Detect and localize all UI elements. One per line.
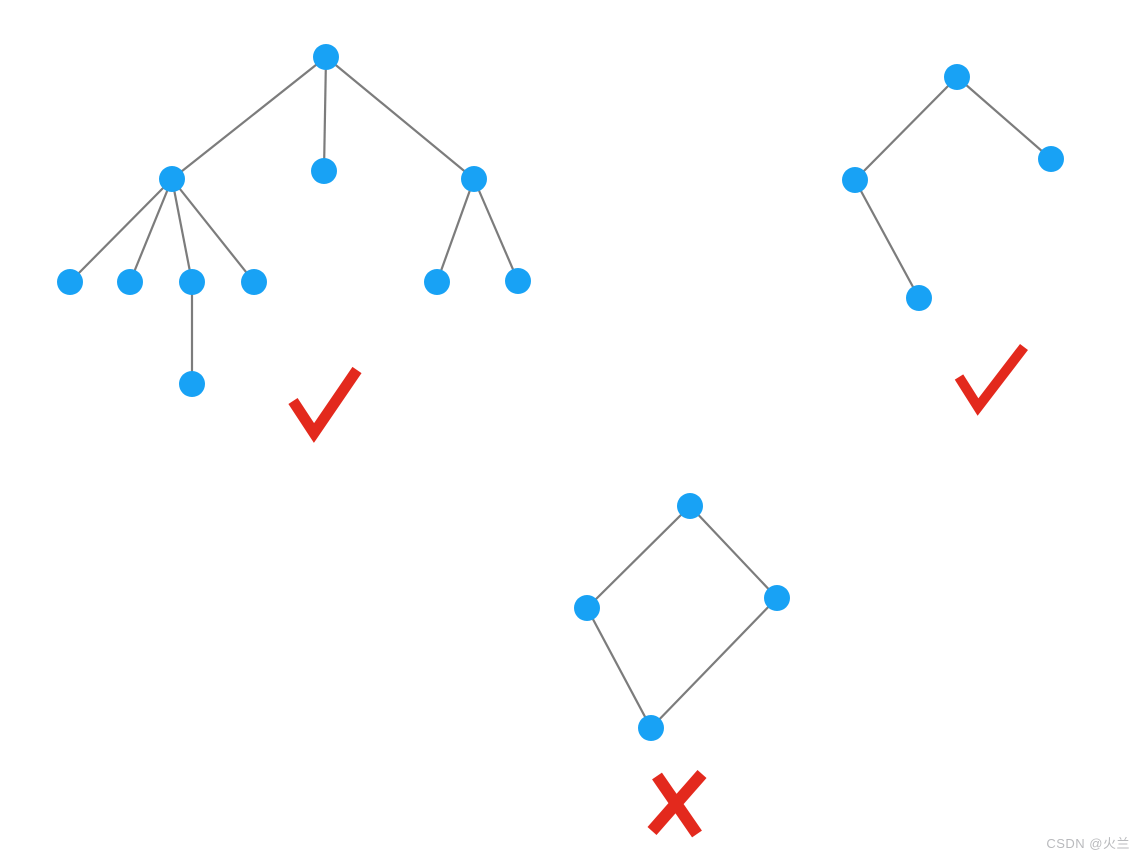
left-tree-node-7 [241, 269, 267, 295]
left-tree-node-1 [159, 166, 185, 192]
left-tree-node-5 [117, 269, 143, 295]
left-tree-node-10 [179, 371, 205, 397]
left-tree-edge-2 [325, 56, 475, 180]
right-tree-node-2 [1038, 146, 1064, 172]
left-tree-edge-8 [472, 178, 520, 282]
left-tree-edge-3 [69, 178, 173, 283]
cycle-graph-cross-mark-icon [647, 770, 707, 835]
cycle-graph-node-1 [574, 595, 600, 621]
left-tree-node-3 [461, 166, 487, 192]
cycle-graph-node-0 [677, 493, 703, 519]
cycle-graph-edge-2 [586, 607, 652, 729]
left-tree-node-2 [311, 158, 337, 184]
left-tree-edge-5 [170, 178, 194, 283]
cycle-graph-node-3 [638, 715, 664, 741]
watermark: CSDN @火兰 [1046, 836, 1130, 851]
cycle-graph-edge-0 [586, 505, 691, 609]
left-tree-edge-4 [128, 178, 174, 283]
graph-left-tree [57, 44, 531, 443]
right-tree-node-0 [944, 64, 970, 90]
cycle-graph-edge-1 [689, 505, 778, 599]
right-tree-edge-1 [956, 76, 1052, 160]
right-tree-node-3 [906, 285, 932, 311]
right-tree-node-1 [842, 167, 868, 193]
left-tree-node-4 [57, 269, 83, 295]
left-tree-edge-0 [171, 56, 327, 180]
left-tree-edge-6 [171, 178, 255, 283]
left-tree-edge-1 [322, 56, 328, 172]
left-tree-edge-7 [435, 178, 476, 283]
left-tree-node-0 [313, 44, 339, 70]
graph-right-tree [842, 64, 1064, 416]
cycle-graph-edge-3 [650, 597, 778, 729]
right-tree-check-mark-icon [954, 343, 1028, 416]
left-tree-node-9 [505, 268, 531, 294]
right-tree-edge-2 [854, 179, 920, 299]
left-tree-check-mark-icon [288, 366, 362, 443]
left-tree-node-6 [179, 269, 205, 295]
graph-cycle-graph [574, 493, 790, 838]
right-tree-edge-0 [854, 76, 958, 181]
cycle-graph-node-2 [764, 585, 790, 611]
left-tree-node-8 [424, 269, 450, 295]
